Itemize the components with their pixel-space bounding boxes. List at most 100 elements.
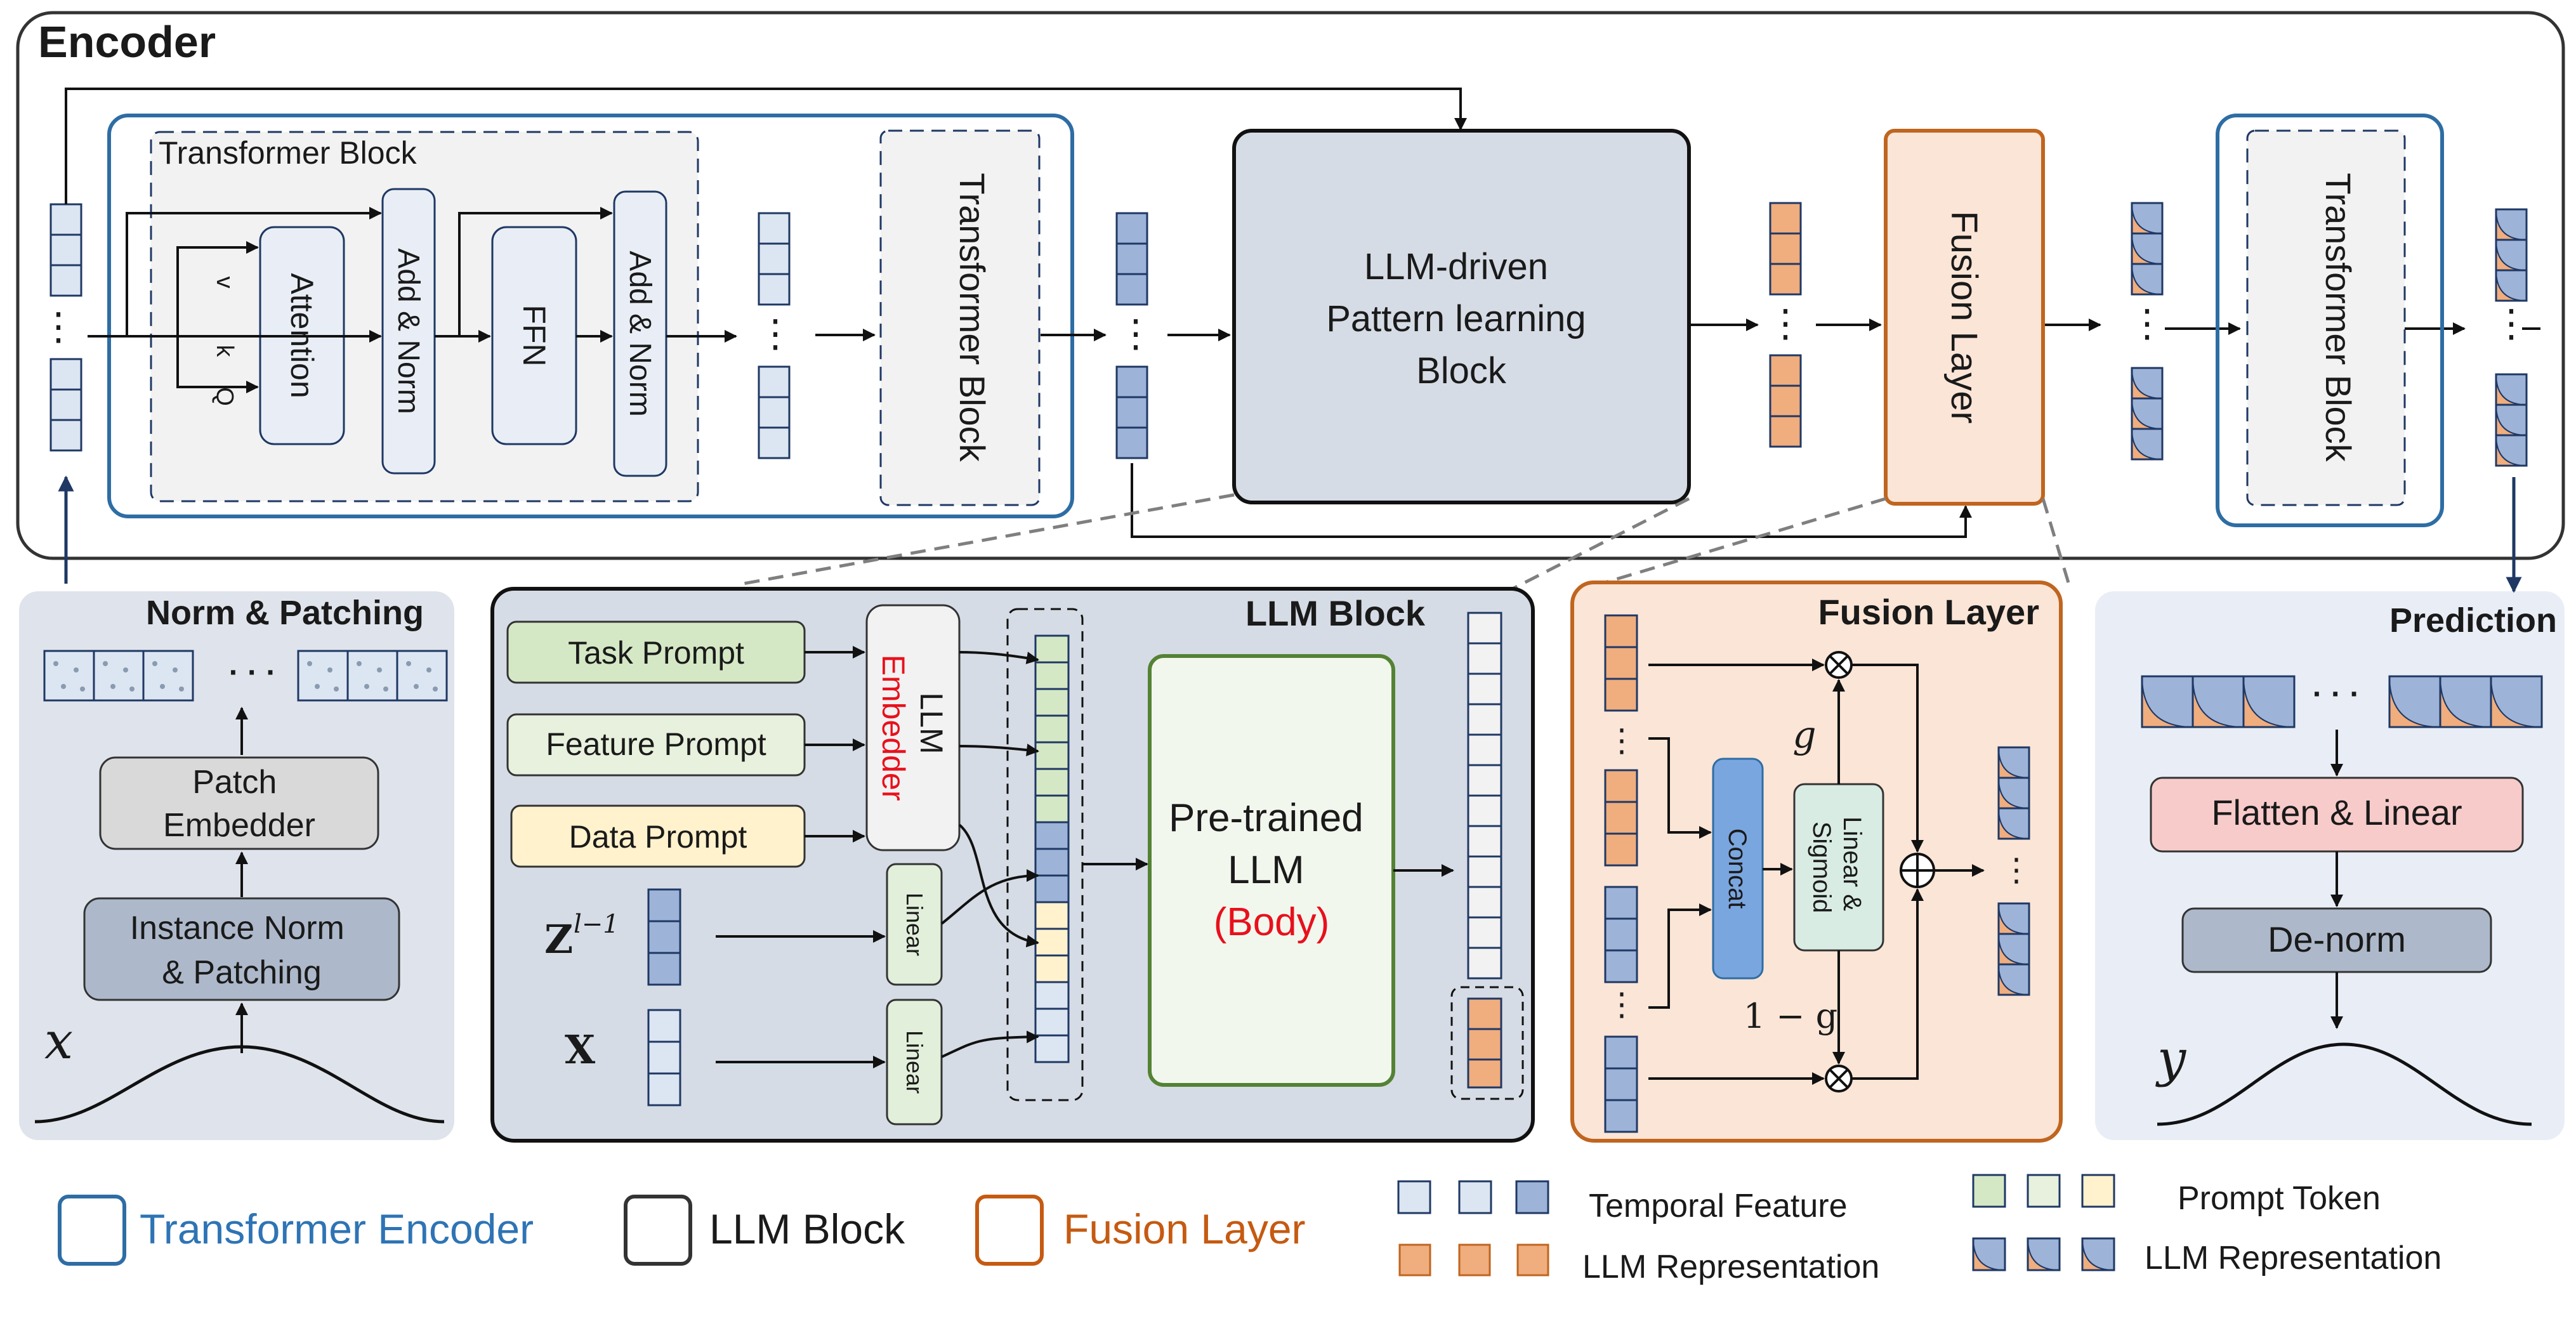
ellipsis: ⋮	[2001, 852, 2032, 888]
legend-transformer-label: Transformer Encoder	[140, 1205, 534, 1252]
token-cell	[1115, 273, 1148, 306]
token-cell	[647, 1009, 681, 1043]
legend-llmrep2-label: LLM Representation	[2145, 1240, 2441, 1276]
legend-llmrep-label: LLM Representation	[1582, 1249, 1879, 1285]
llm-rep-cell	[1997, 807, 2030, 840]
token-cell	[396, 650, 448, 702]
llm-block-arrows	[716, 646, 1454, 1068]
token-cell	[1604, 886, 1638, 920]
legend: Transformer Encoder LLM Block Fusion Lay…	[58, 1174, 2441, 1285]
multiply-top-icon	[1825, 651, 1853, 679]
token-cell	[1034, 874, 1070, 903]
g-label: g	[1792, 713, 1816, 756]
token-cell	[647, 888, 681, 922]
token-cell	[1467, 794, 1502, 827]
token-cell	[1604, 769, 1638, 803]
llm-rep-cell	[2131, 367, 2164, 400]
token-cell	[1604, 801, 1638, 835]
llm-rep-cell	[1972, 1237, 2006, 1271]
token-cell	[1115, 212, 1148, 245]
norm-patching-panel: Norm & Patching · · · Patch Embedder Ins…	[19, 591, 454, 1140]
prediction-title: Prediction	[2389, 601, 2557, 640]
k-label: k	[211, 345, 238, 358]
legend-prompt-label: Prompt Token	[2178, 1180, 2381, 1217]
token-cell	[1034, 981, 1070, 1010]
patch-row	[43, 650, 448, 702]
transformer-block-label: Transformer Block	[159, 135, 417, 171]
token-cell	[1034, 821, 1070, 850]
token-cell	[43, 650, 95, 702]
token-cell	[1467, 703, 1502, 736]
ellipsis: ⋮	[1606, 723, 1638, 758]
token-cell	[1467, 1028, 1502, 1061]
token-cell	[1604, 646, 1638, 680]
token-cell	[49, 264, 82, 297]
fusion-layer-box	[1884, 129, 2045, 506]
instance-norm-label: Instance Norm & Patching	[130, 910, 354, 991]
add-norm-1-label: Add & Norm	[391, 248, 425, 414]
token-cell	[1458, 1180, 1492, 1214]
token-cell	[93, 650, 145, 702]
token-cell	[1034, 848, 1070, 877]
ellipsis: ⋮	[1606, 987, 1638, 1022]
legend-prompt-swatches	[1972, 1174, 2115, 1208]
input-wave	[34, 1045, 445, 1124]
token-cell	[1769, 354, 1802, 387]
ellipsis: ⋮	[1766, 302, 1804, 345]
token-cell	[1604, 1035, 1638, 1070]
token-cell	[1034, 954, 1070, 983]
token-cell	[1516, 1244, 1549, 1276]
ellipsis: ⋮	[39, 305, 77, 348]
llm-rep-cell	[2027, 1237, 2061, 1271]
token-cell	[1034, 768, 1070, 797]
token-cell	[1397, 1180, 1431, 1214]
q-label: Q	[211, 387, 238, 406]
token-cell	[1515, 1180, 1549, 1214]
add-icon	[1900, 853, 1935, 888]
token-cell	[1034, 688, 1070, 717]
llm-rep-cell	[1997, 777, 2030, 810]
linear-sigmoid-label: Linear & Sigmoid	[1808, 817, 1866, 918]
input-symbol: x	[44, 1011, 73, 1070]
llm-rep-cell	[2495, 434, 2528, 467]
transformer-block-1-box	[879, 129, 1041, 506]
ellipsis: ⋮	[1117, 312, 1155, 355]
fusion-layer-label: Fusion Layer	[1943, 211, 1985, 423]
token-cell	[1467, 886, 1502, 919]
patch-embedder-label: Patch Embedder	[163, 764, 315, 844]
token-cell	[1467, 1058, 1502, 1089]
token-cell	[758, 396, 791, 429]
llm-driven-block	[1232, 129, 1691, 504]
transformer-encoder-box	[107, 114, 1074, 518]
token-cell	[1034, 901, 1070, 930]
transformer-arrows	[65, 88, 2540, 538]
token-cell	[2081, 1174, 2115, 1208]
token-cell	[49, 203, 82, 236]
token-stack-llm-rep	[2131, 202, 2164, 461]
token-cell	[1467, 825, 1502, 858]
ellipsis: ⋮	[756, 312, 794, 355]
transformer-block-2-label: Transformer Block	[2318, 173, 2358, 462]
llm-rep-cell	[2495, 239, 2528, 272]
token-cell	[1467, 612, 1502, 645]
token-cell	[758, 273, 791, 306]
encoder-panel: Encoder ⋮ Transformer Block Attention Ad…	[16, 11, 2565, 560]
token-cell	[1034, 634, 1070, 664]
norm-patching-title: Norm & Patching	[146, 594, 424, 632]
task-prompt-label: Task Prompt	[568, 635, 744, 671]
token-cell	[647, 952, 681, 986]
token-cell	[758, 242, 791, 275]
token-stack-mid	[1115, 212, 1148, 459]
linear-2-box	[886, 999, 943, 1125]
token-cell	[1769, 202, 1802, 235]
data-prompt-label: Data Prompt	[569, 819, 747, 855]
llm-rep-cell	[2495, 208, 2528, 241]
token-stack-output	[2495, 208, 2528, 467]
token-cell	[346, 650, 398, 702]
x-tokens	[647, 1009, 681, 1106]
legend-transformer-swatch	[58, 1195, 126, 1266]
token-cell	[1458, 1244, 1491, 1276]
token-stack-orange	[1769, 202, 1802, 448]
fusion-arrows	[1648, 659, 1985, 1085]
